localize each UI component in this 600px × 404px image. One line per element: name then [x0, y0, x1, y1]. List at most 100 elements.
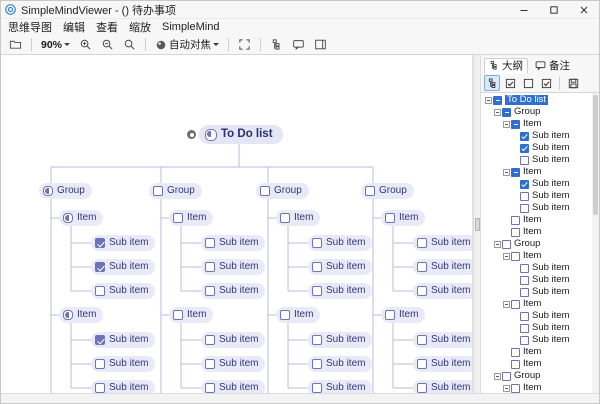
- sub-item-node-4-2-3[interactable]: Sub item: [413, 380, 472, 393]
- menu-view[interactable]: 查看: [96, 22, 118, 34]
- tree-unchecked-checkbox-icon[interactable]: [520, 155, 529, 165]
- sub-item-node-2-2-2[interactable]: Sub item: [201, 356, 266, 372]
- tree-expander-icon[interactable]: [502, 384, 511, 393]
- unchecked-checkbox-icon[interactable]: [385, 213, 395, 223]
- tree-expander-icon[interactable]: [493, 372, 502, 381]
- tree-expander-icon[interactable]: [493, 240, 502, 249]
- tree-expander-icon[interactable]: [493, 108, 502, 117]
- menu-edit[interactable]: 编辑: [63, 22, 85, 34]
- maximize-button[interactable]: [539, 1, 569, 19]
- tree-unchecked-checkbox-icon[interactable]: [511, 227, 520, 237]
- unchecked-checkbox-icon[interactable]: [312, 335, 322, 345]
- unchecked-checkbox-icon[interactable]: [417, 238, 427, 248]
- tree-row[interactable]: Group: [481, 238, 599, 250]
- sub-item-node-3-1-1[interactable]: Sub item: [308, 235, 373, 251]
- unchecked-checkbox-icon[interactable]: [205, 335, 215, 345]
- sub-item-node-1-2-3[interactable]: Sub item: [91, 380, 156, 393]
- menu-zoom[interactable]: 缩放: [129, 22, 151, 34]
- tree-row[interactable]: Sub item: [481, 154, 599, 166]
- zoom-out-icon[interactable]: [98, 36, 117, 53]
- sub-item-node-3-1-2[interactable]: Sub item: [308, 259, 373, 275]
- close-button[interactable]: [569, 1, 599, 19]
- item-node-1-1[interactable]: Item: [59, 210, 104, 226]
- fullscreen-icon[interactable]: [235, 36, 254, 53]
- tree-row[interactable]: Item: [481, 346, 599, 358]
- note-panel-icon[interactable]: [289, 36, 308, 53]
- checked-checkbox-icon[interactable]: [95, 335, 105, 345]
- unchecked-checkbox-icon[interactable]: [417, 286, 427, 296]
- unchecked-checkbox-icon[interactable]: [205, 262, 215, 272]
- partial-checkbox-icon[interactable]: [63, 310, 73, 320]
- tree-row[interactable]: Sub item: [481, 178, 599, 190]
- unchecked-checkbox-icon[interactable]: [173, 213, 183, 223]
- minimize-button[interactable]: [509, 1, 539, 19]
- zoom-reset-icon[interactable]: [120, 36, 139, 53]
- tree-row[interactable]: Sub item: [481, 202, 599, 214]
- unchecked-checkbox-icon[interactable]: [205, 383, 215, 393]
- outline-view-icon[interactable]: [484, 75, 500, 91]
- tree-unchecked-checkbox-icon[interactable]: [511, 383, 520, 393]
- sub-item-node-1-2-1[interactable]: Sub item: [91, 332, 156, 348]
- unchecked-checkbox-icon[interactable]: [280, 310, 290, 320]
- sub-item-node-2-1-2[interactable]: Sub item: [201, 259, 266, 275]
- tree-checked-checkbox-icon[interactable]: [520, 143, 529, 153]
- sub-item-node-1-2-2[interactable]: Sub item: [91, 356, 156, 372]
- group-node-1[interactable]: Group: [39, 183, 92, 199]
- sub-item-node-2-2-1[interactable]: Sub item: [201, 332, 266, 348]
- sub-item-node-1-1-1[interactable]: Sub item: [91, 235, 156, 251]
- tree-unchecked-checkbox-icon[interactable]: [520, 263, 529, 273]
- sub-item-node-2-1-3[interactable]: Sub item: [201, 283, 266, 299]
- unchecked-checkbox-icon[interactable]: [173, 310, 183, 320]
- tree-row[interactable]: Sub item: [481, 286, 599, 298]
- tree-unchecked-checkbox-icon[interactable]: [502, 239, 511, 249]
- sub-item-node-3-2-2[interactable]: Sub item: [308, 356, 373, 372]
- tree-row[interactable]: Item: [481, 214, 599, 226]
- sub-item-node-3-2-3[interactable]: Sub item: [308, 380, 373, 393]
- group-node-3[interactable]: Group: [256, 183, 309, 199]
- tree-row[interactable]: Sub item: [481, 274, 599, 286]
- menu-mindmap[interactable]: 思维导图: [8, 22, 52, 34]
- tree-row[interactable]: Item: [481, 118, 599, 130]
- zoom-level-dropdown[interactable]: 90%: [38, 36, 73, 53]
- tree-unchecked-checkbox-icon[interactable]: [502, 371, 511, 381]
- tree-partial-checkbox-icon[interactable]: [511, 167, 520, 177]
- panel-splitter[interactable]: [473, 55, 481, 393]
- tree-partial-checkbox-icon[interactable]: [502, 107, 511, 117]
- sub-item-node-4-1-1[interactable]: Sub item: [413, 235, 472, 251]
- partial-checkbox-icon[interactable]: [63, 213, 73, 223]
- uncheck-all-icon[interactable]: [520, 75, 536, 91]
- tree-expander-icon[interactable]: [484, 96, 493, 105]
- tree-unchecked-checkbox-icon[interactable]: [511, 299, 520, 309]
- tree-expander-icon[interactable]: [502, 168, 511, 177]
- unchecked-checkbox-icon[interactable]: [312, 262, 322, 272]
- check-all-icon[interactable]: [502, 75, 518, 91]
- tree-unchecked-checkbox-icon[interactable]: [511, 215, 520, 225]
- tree-row[interactable]: Item: [481, 250, 599, 262]
- sub-item-node-3-1-3[interactable]: Sub item: [308, 283, 373, 299]
- tree-partial-checkbox-icon[interactable]: [511, 119, 520, 129]
- unchecked-checkbox-icon[interactable]: [417, 262, 427, 272]
- item-node-2-1[interactable]: Item: [169, 210, 214, 226]
- tree-row[interactable]: Group: [481, 106, 599, 118]
- unchecked-checkbox-icon[interactable]: [95, 383, 105, 393]
- unchecked-checkbox-icon[interactable]: [205, 286, 215, 296]
- check-filter-icon[interactable]: [538, 75, 554, 91]
- unchecked-checkbox-icon[interactable]: [95, 359, 105, 369]
- sub-item-node-4-1-2[interactable]: Sub item: [413, 259, 472, 275]
- tree-expander-icon[interactable]: [502, 300, 511, 309]
- save-icon[interactable]: [565, 75, 581, 91]
- item-node-2-2[interactable]: Item: [169, 307, 214, 323]
- tree-unchecked-checkbox-icon[interactable]: [520, 311, 529, 321]
- unchecked-checkbox-icon[interactable]: [260, 186, 270, 196]
- unchecked-checkbox-icon[interactable]: [205, 359, 215, 369]
- mindmap-root-node[interactable]: To Do list: [199, 125, 283, 144]
- unchecked-checkbox-icon[interactable]: [312, 238, 322, 248]
- unchecked-checkbox-icon[interactable]: [95, 286, 105, 296]
- tree-scrollbar[interactable]: [592, 93, 599, 393]
- item-node-4-1[interactable]: Item: [381, 210, 426, 226]
- item-node-3-1[interactable]: Item: [276, 210, 321, 226]
- tree-row[interactable]: Group: [481, 370, 599, 382]
- tree-unchecked-checkbox-icon[interactable]: [520, 287, 529, 297]
